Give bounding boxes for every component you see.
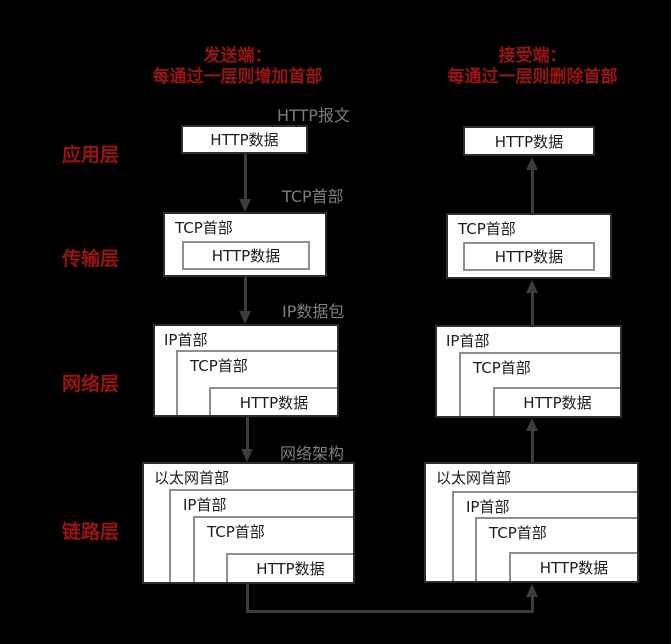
receiver-tcp-http-box: HTTP数据 bbox=[463, 242, 595, 271]
sender-ip-tcp-box: TCP首部 HTTP数据 bbox=[176, 350, 337, 415]
sender-ip-http-label: HTTP数据 bbox=[239, 393, 309, 412]
receiver-eth-tcp-box: TCP首部 HTTP数据 bbox=[475, 517, 637, 581]
connector-right-segment bbox=[531, 595, 534, 613]
receiver-eth-ip-box: IP首部 TCP首部 HTTP数据 bbox=[452, 491, 637, 581]
sender-eth-ip-label: IP首部 bbox=[183, 496, 227, 514]
sender-tcp-box: TCP首部 HTTP数据 bbox=[163, 212, 327, 277]
sender-eth-http-label: HTTP数据 bbox=[256, 560, 325, 578]
receiver-tcp-box: TCP首部 HTTP数据 bbox=[446, 213, 612, 279]
step-label-ip-packet: IP数据包 bbox=[282, 302, 345, 321]
sender-app-http-label: HTTP数据 bbox=[210, 131, 279, 149]
receiver-tcp-http-label: HTTP数据 bbox=[494, 248, 564, 266]
sender-app-http-box: HTTP数据 bbox=[181, 125, 308, 154]
receiver-ip-tcp-label: TCP首部 bbox=[473, 359, 531, 377]
receiver-eth-ip-label: IP首部 bbox=[466, 498, 510, 516]
connector-up-arrow-icon bbox=[526, 584, 538, 597]
receiver-arrow-3-up-arrow-icon bbox=[526, 418, 538, 431]
sender-arrow-2-down-arrow-icon bbox=[239, 311, 251, 324]
sender-header: 发送端： 每通过一层则增加首部 bbox=[125, 46, 350, 88]
sender-header-line1: 发送端： bbox=[203, 46, 272, 66]
receiver-ip-tcp-box: TCP首部 HTTP数据 bbox=[459, 352, 620, 416]
receiver-header: 接受端： 每通过一层则删除首部 bbox=[420, 46, 645, 88]
sender-ip-tcp-label: TCP首部 bbox=[190, 357, 248, 375]
receiver-ip-http-box: HTTP数据 bbox=[493, 387, 620, 416]
sender-tcp-http-label: HTTP数据 bbox=[211, 247, 281, 265]
sender-eth-box: 以太网首部 IP首部 TCP首部 HTTP数据 bbox=[142, 462, 355, 584]
receiver-app-http-box: HTTP数据 bbox=[463, 126, 595, 156]
sender-eth-ip-box: IP首部 TCP首部 HTTP数据 bbox=[169, 489, 353, 582]
sender-eth-http-box: HTTP数据 bbox=[226, 553, 353, 582]
step-label-http-message: HTTP报文 bbox=[277, 106, 350, 125]
layer-label-link: 链路层 bbox=[62, 521, 120, 543]
sender-tcp-http-box: HTTP数据 bbox=[182, 241, 310, 270]
receiver-eth-tcp-label: TCP首部 bbox=[489, 524, 547, 542]
layer-label-transport: 传输层 bbox=[62, 248, 120, 270]
receiver-eth-http-label: HTTP数据 bbox=[539, 559, 609, 577]
receiver-ip-box-label: IP首部 bbox=[446, 332, 490, 350]
connector-bottom-segment bbox=[246, 610, 534, 613]
receiver-header-line1: 接受端： bbox=[498, 46, 567, 66]
step-label-tcp-header: TCP首部 bbox=[282, 187, 344, 206]
connector-left-segment bbox=[246, 584, 249, 613]
sender-header-line2: 每通过一层则增加首部 bbox=[152, 67, 323, 87]
receiver-header-line2: 每通过一层则删除首部 bbox=[447, 67, 618, 87]
sender-arrow-2-shaft bbox=[244, 277, 247, 312]
receiver-eth-box: 以太网首部 IP首部 TCP首部 HTTP数据 bbox=[424, 462, 639, 583]
receiver-eth-box-label: 以太网首部 bbox=[436, 469, 512, 487]
sender-arrow-3-down-arrow-icon bbox=[241, 449, 253, 462]
sender-arrow-1-down-arrow-icon bbox=[239, 199, 251, 212]
receiver-ip-http-label: HTTP数据 bbox=[523, 394, 592, 412]
layer-label-network: 网络层 bbox=[62, 373, 120, 395]
sender-arrow-3-shaft bbox=[246, 417, 249, 450]
sender-ip-http-box: HTTP数据 bbox=[209, 387, 337, 415]
receiver-arrow-2-up-arrow-icon bbox=[526, 280, 538, 293]
sender-eth-box-label: 以太网首部 bbox=[154, 469, 230, 487]
step-label-network-frame: 网络架构 bbox=[280, 444, 345, 463]
layer-label-application: 应用层 bbox=[62, 144, 120, 166]
sender-arrow-1-shaft bbox=[244, 154, 247, 201]
sender-ip-box: IP首部 TCP首部 HTTP数据 bbox=[153, 324, 339, 417]
receiver-arrow-3-shaft bbox=[531, 430, 534, 462]
receiver-ip-box: IP首部 TCP首部 HTTP数据 bbox=[435, 325, 622, 418]
sender-eth-tcp-box: TCP首部 HTTP数据 bbox=[193, 516, 353, 582]
receiver-tcp-box-label: TCP首部 bbox=[458, 220, 516, 238]
receiver-eth-http-box: HTTP数据 bbox=[509, 552, 637, 581]
sender-tcp-box-label: TCP首部 bbox=[175, 219, 233, 237]
receiver-arrow-2-shaft bbox=[531, 292, 534, 325]
sender-ip-box-label: IP首部 bbox=[164, 331, 208, 349]
sender-eth-tcp-label: TCP首部 bbox=[207, 523, 265, 541]
receiver-arrow-1-up-arrow-icon bbox=[526, 157, 538, 170]
receiver-app-http-label: HTTP数据 bbox=[494, 132, 564, 151]
receiver-arrow-1-shaft bbox=[531, 169, 534, 213]
